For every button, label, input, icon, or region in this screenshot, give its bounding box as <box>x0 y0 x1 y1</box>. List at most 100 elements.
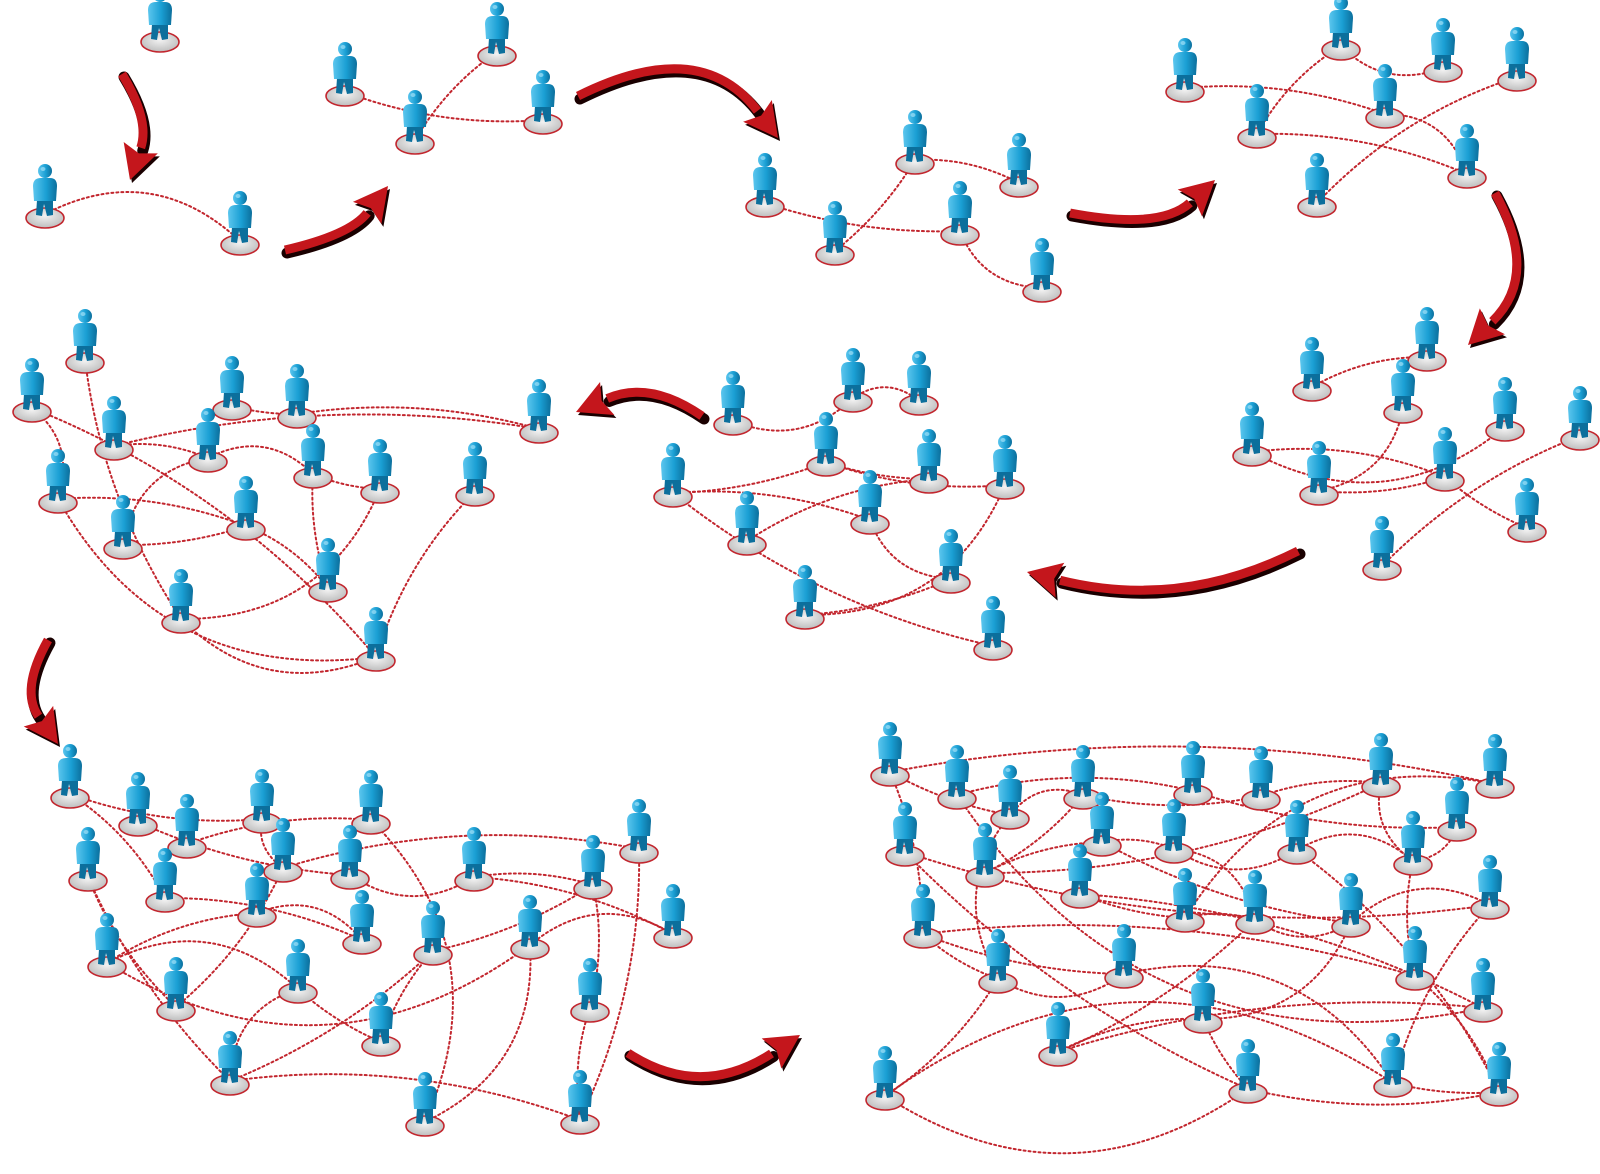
network-link <box>984 794 1084 874</box>
network-link <box>424 944 532 1123</box>
person-on-base-icon <box>395 90 435 155</box>
person-on-base-icon <box>1228 1039 1268 1104</box>
person-on-base-icon <box>560 1070 600 1135</box>
network-link <box>904 851 1249 1090</box>
person-on-base-icon <box>330 825 370 890</box>
network-link <box>884 978 999 1097</box>
network-link <box>1350 887 1491 924</box>
network-link <box>804 484 1006 617</box>
network-link <box>672 461 827 494</box>
person-on-base-icon <box>226 476 266 541</box>
network-link <box>956 794 1484 1023</box>
curved-arrow-icon <box>1027 546 1306 601</box>
person-on-base-icon <box>573 835 613 900</box>
curved-arrow-icon <box>1066 180 1217 229</box>
person-on-base-icon <box>1395 926 1435 991</box>
person-on-base-icon <box>454 827 494 892</box>
person-on-base-icon <box>1183 969 1223 1034</box>
person-on-base-icon <box>325 42 365 107</box>
person-on-base-icon <box>1299 441 1339 506</box>
person-on-base-icon <box>25 164 65 229</box>
curved-arrow-icon <box>118 71 160 183</box>
network-link <box>296 406 540 430</box>
person-on-base-icon <box>653 884 693 949</box>
person-on-base-icon <box>885 802 925 867</box>
person-on-base-icon <box>1292 337 1332 402</box>
network-link <box>1101 841 1352 924</box>
person-on-base-icon <box>342 890 382 955</box>
person-on-base-icon <box>713 371 753 436</box>
network-link <box>1256 45 1342 135</box>
curved-arrow-icon <box>624 1035 802 1086</box>
network-link <box>1123 964 1394 1084</box>
person-on-base-icon <box>1060 844 1100 909</box>
network-link <box>529 912 674 946</box>
person-on-base-icon <box>293 424 333 489</box>
person-on-base-icon <box>1497 27 1537 92</box>
person-on-base-icon <box>1063 745 1103 810</box>
network-link <box>473 876 674 935</box>
person-on-base-icon <box>188 408 228 473</box>
person-on-base-icon <box>237 863 277 928</box>
network-link <box>984 841 1103 874</box>
curved-arrow-icon <box>281 186 390 259</box>
person-on-base-icon <box>263 818 303 883</box>
person-on-base-icon <box>477 2 517 67</box>
person-on-base-icon <box>1383 359 1423 424</box>
network-link <box>186 817 372 845</box>
person-on-base-icon <box>210 1031 250 1096</box>
network-link <box>746 478 930 542</box>
person-on-base-icon <box>1373 1033 1413 1098</box>
network-link <box>122 457 209 546</box>
person-on-base-icon <box>899 351 939 416</box>
network-link <box>1296 849 1500 1093</box>
person-on-base-icon <box>94 396 134 461</box>
person-on-base-icon <box>140 0 180 53</box>
person-on-base-icon <box>1393 811 1433 876</box>
network-link <box>87 876 177 1008</box>
person-on-base-icon <box>985 435 1025 500</box>
person-on-base-icon <box>1479 1042 1519 1107</box>
curved-arrow-icon <box>23 637 61 747</box>
person-on-base-icon <box>50 744 90 809</box>
person-on-base-icon <box>277 364 317 429</box>
person-on-base-icon <box>1297 153 1337 218</box>
person-on-base-icon <box>727 491 767 556</box>
person-on-base-icon <box>1423 18 1463 83</box>
person-on-base-icon <box>145 848 185 913</box>
curved-arrow-icon <box>576 381 710 425</box>
network-link <box>180 488 381 621</box>
person-on-base-icon <box>806 412 846 477</box>
person-on-base-icon <box>356 607 396 672</box>
network-link <box>375 491 476 658</box>
person-on-base-icon <box>212 356 252 421</box>
person-on-base-icon <box>978 929 1018 994</box>
person-on-base-icon <box>1560 386 1600 451</box>
network-link <box>370 819 454 1123</box>
person-on-base-icon <box>87 913 127 978</box>
person-on-base-icon <box>1463 958 1503 1023</box>
person-on-base-icon <box>1038 1002 1078 1067</box>
person-on-base-icon <box>1165 38 1205 103</box>
person-on-base-icon <box>815 201 855 266</box>
person-on-base-icon <box>1022 238 1062 303</box>
network-link <box>579 848 641 1121</box>
network-link <box>1251 426 1506 484</box>
person-on-base-icon <box>1437 777 1477 842</box>
network-link <box>31 407 377 658</box>
network-link <box>1247 1088 1500 1106</box>
person-on-base-icon <box>570 958 610 1023</box>
person-on-base-icon <box>653 443 693 508</box>
network-link <box>229 950 434 1082</box>
person-on-base-icon <box>1154 799 1194 864</box>
person-on-base-icon <box>940 181 980 246</box>
network-link <box>256 904 363 941</box>
person-on-base-icon <box>1241 746 1281 811</box>
person-on-base-icon <box>1082 792 1122 857</box>
network-link <box>764 202 961 233</box>
person-on-base-icon <box>360 439 400 504</box>
network-link <box>1057 1017 1204 1053</box>
person-on-base-icon <box>1365 64 1405 129</box>
person-on-base-icon <box>1362 516 1402 581</box>
network-link <box>1260 780 1382 797</box>
